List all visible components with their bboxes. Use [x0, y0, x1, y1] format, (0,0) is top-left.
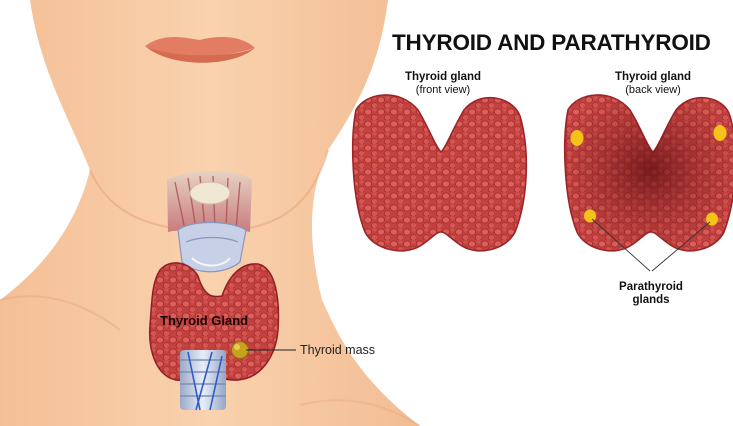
- front-view-label: Thyroid gland (front view): [384, 71, 502, 97]
- front-view-name: Thyroid gland: [384, 71, 502, 84]
- front-view-caption: (front view): [384, 84, 502, 97]
- back-view-name: Thyroid gland: [594, 71, 712, 84]
- diagram-title: THYROID AND PARATHYROID: [392, 30, 722, 56]
- trachea-illustration: [180, 350, 226, 410]
- parathyroid-label-line2: glands: [596, 294, 706, 307]
- front-view-gland: [353, 95, 527, 251]
- thyroid-mass-label: Thyroid mass: [300, 343, 375, 357]
- parathyroid-gland: [714, 125, 727, 141]
- thyroid-gland-label: Thyroid Gland: [160, 313, 248, 328]
- back-view-caption: (back view): [594, 84, 712, 97]
- parathyroid-label: Parathyroid glands: [596, 281, 706, 307]
- back-view-label: Thyroid gland (back view): [594, 71, 712, 97]
- back-view-gland: [565, 95, 733, 271]
- parathyroid-gland: [571, 130, 584, 146]
- parathyroid-label-line1: Parathyroid: [596, 281, 706, 294]
